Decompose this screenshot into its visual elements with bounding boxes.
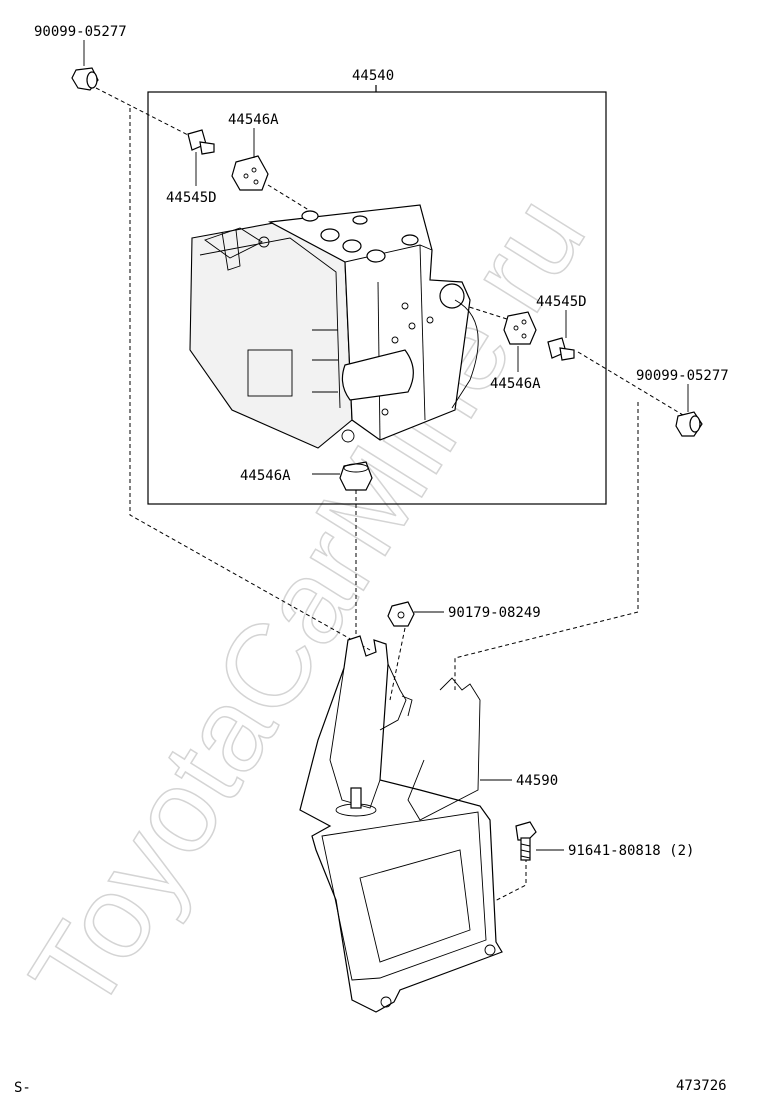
bolt-left-icon <box>71 67 99 91</box>
collar-left-icon <box>187 129 215 155</box>
footer-right: 473726 <box>676 1078 727 1094</box>
bracket <box>299 635 503 1013</box>
label-grommet-bottom: 44546A <box>240 468 291 484</box>
label-nut: 90179-08249 <box>448 605 541 621</box>
footer-left: S- <box>14 1080 31 1096</box>
grommet-top-icon <box>231 155 269 191</box>
assembly-frame <box>147 91 607 505</box>
label-bolt-right: 90099-05277 <box>636 368 729 384</box>
label-collar-left: 44545D <box>166 190 217 206</box>
label-bracket: 44590 <box>516 773 558 789</box>
label-bolt-left: 90099-05277 <box>34 24 127 40</box>
nut-icon <box>387 601 415 627</box>
label-collar-right: 44545D <box>536 294 587 310</box>
label-leaders <box>83 40 689 851</box>
label-bracket-bolt: 91641-80818 (2) <box>568 843 694 859</box>
bracket-bolt-icon <box>515 821 537 861</box>
label-grommet-right: 44546A <box>490 376 541 392</box>
label-assembly: 44540 <box>352 68 394 84</box>
collar-right-icon <box>547 337 575 361</box>
grommet-right-icon <box>503 311 537 345</box>
bolt-right-icon <box>675 411 703 437</box>
abs-actuator <box>189 204 479 449</box>
label-grommet-top: 44546A <box>228 112 279 128</box>
grommet-bottom-icon <box>339 461 373 491</box>
